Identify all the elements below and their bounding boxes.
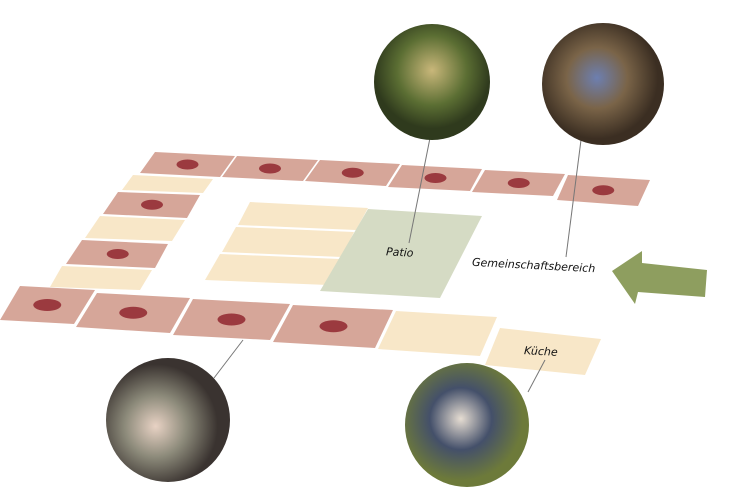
service-room [238,202,368,230]
label-patio: Patio [385,245,414,260]
room-dot [119,306,148,319]
service-room [222,227,354,257]
room-dot [259,163,281,174]
room-dot [319,320,348,333]
room-dot [176,159,199,170]
care-photo [106,358,230,482]
room-dot [592,185,615,196]
service-room [378,311,497,356]
room-dot [341,167,364,178]
common-area-photo [542,23,664,145]
kitchen-photo [405,363,529,487]
service-room [85,216,185,241]
room-dot [33,299,62,311]
leader-line-kitchen [527,359,546,393]
service-room [205,254,340,285]
room-dot [106,249,129,259]
patio-garden-photo [374,24,490,140]
room-dot [141,199,163,210]
label-kitchen: Küche [523,344,559,359]
room-dot [424,173,447,183]
service-room [485,328,601,375]
entrance-arrow [612,251,707,304]
room-dot [507,178,530,188]
room-dot [217,313,246,326]
leader-line-patio [408,137,431,244]
leader-line-common [565,139,582,258]
service-room [122,175,213,193]
service-room [50,266,152,290]
patio-area [320,209,482,298]
leader-line-care [213,339,244,379]
